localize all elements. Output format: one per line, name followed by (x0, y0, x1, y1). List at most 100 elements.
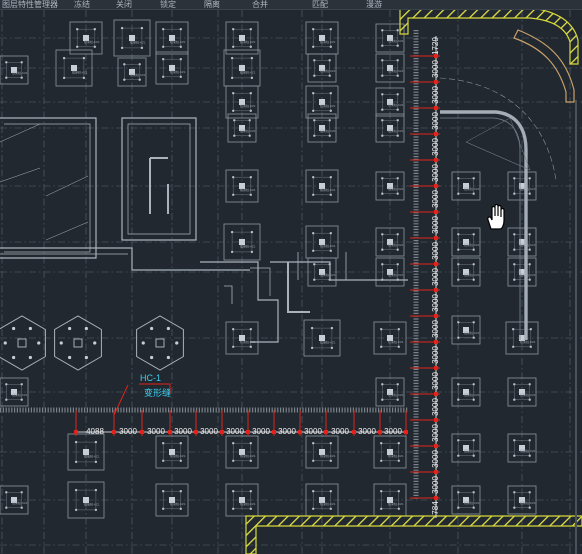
dimension-value-h: 3000 (304, 427, 322, 436)
column-footing-label: 框架柱-KZ1 (84, 453, 100, 458)
dimension-value-h: 3000 (384, 427, 402, 436)
dimension-value-v: 3000 (431, 138, 440, 156)
dimension-tick (434, 392, 438, 396)
column-footing-label: 框架柱-KZ1 (12, 70, 28, 75)
dimension-value-h: 3000 (252, 427, 270, 436)
ramp-guides (465, 117, 531, 171)
toolbar-layer-freeze[interactable]: 冻结 (74, 0, 90, 9)
column-footing: 框架柱-KZ1 (67, 481, 105, 519)
toolbar-layer-merge[interactable]: 合并 (252, 0, 268, 9)
column-footing: 框架柱-KZ1 (155, 435, 189, 469)
dimension-value-v: 3000 (431, 398, 440, 416)
wall-segment (250, 267, 271, 296)
column-footing: 框架柱-KZ1 (451, 171, 481, 201)
dimension-value-v: 3000 (431, 372, 440, 390)
dimension-value-v: 3000 (431, 242, 440, 260)
column-footing-label: 框架柱-KZ1 (320, 501, 336, 506)
column-footing-label: 框架柱-KZ1 (240, 103, 256, 108)
hex-pile-cap (54, 315, 102, 371)
hatched-wall-top (399, 7, 579, 65)
wall-segment (127, 123, 191, 235)
column-footing-label: 框架柱-KZ1 (240, 128, 256, 133)
dimension-tick (140, 430, 144, 434)
dimension-tick (434, 444, 438, 448)
dimension-tick (434, 314, 438, 318)
column-footing: 框架柱-KZ1 (375, 171, 405, 201)
column-footing-label: 框架柱-KZ1 (320, 453, 336, 458)
curved-ramp (439, 77, 577, 554)
layer-toolbar: 图层特性管理器 冻结 关闭 锁定 隔离 合并 匹配 漫游 (0, 0, 582, 10)
column-footing-label: 框架柱-KZ1 (520, 272, 536, 277)
column-footing-label: 框架柱-KZ1 (240, 243, 256, 248)
dimension-value-h: 3000 (200, 427, 218, 436)
column-footing-label: 框架柱-KZ1 (320, 339, 336, 344)
column-footing: 框架柱-KZ1 (67, 433, 105, 471)
toolbar-layer-match[interactable]: 匹配 (312, 0, 328, 9)
column-footing: 框架柱-KZ1 (225, 85, 259, 119)
column-footing-label: 框架柱-KZ1 (240, 69, 256, 74)
column-footing: 框架柱-KZ1 (223, 223, 261, 261)
column-footing-label: 框架柱-KZ1 (170, 69, 186, 74)
dimension-tick (404, 430, 408, 434)
wall-segment (287, 262, 310, 313)
column-footing: 框架柱-KZ1 (375, 53, 405, 83)
dimension-value-v: 3000 (431, 450, 440, 468)
dimension-tick (434, 366, 438, 370)
toolbar-layer-manager[interactable]: 图层特性管理器 (2, 0, 58, 9)
dimension-tick (168, 430, 172, 434)
column-footing: 框架柱-KZ1 (0, 55, 29, 85)
column-footing-label: 框架柱-KZ1 (520, 339, 536, 344)
hex-pile-cap (136, 315, 184, 371)
pan-hand-icon (487, 203, 505, 230)
column-footing: 框架柱-KZ1 (507, 227, 537, 257)
dimension-value-h: 3000 (358, 427, 376, 436)
column-footing: 框架柱-KZ1 (451, 433, 481, 463)
column-footing: 框架柱-KZ1 (113, 19, 151, 57)
column-footing: 框架柱-KZ1 (155, 483, 189, 517)
dimension-tick (434, 496, 438, 500)
dimension-tick (246, 430, 250, 434)
column-footing: 框架柱-KZ1 (373, 321, 407, 355)
column-footing: 框架柱-KZ1 (305, 435, 339, 469)
column-footing-label: 框架柱-KZ1 (388, 339, 404, 344)
column-footing-label: 框架柱-KZ1 (464, 186, 480, 191)
column-footing-label: 框架柱-KZ1 (464, 330, 480, 335)
toolbar-layer-isolate[interactable]: 隔离 (204, 0, 220, 9)
hatched-retaining-walls (245, 7, 582, 554)
column-footing-label: 框架柱-KZ1 (320, 103, 336, 108)
column-footing: 框架柱-KZ1 (507, 485, 537, 515)
dimension-value-v: 3000 (431, 190, 440, 208)
section-tag-code: HC-1 (140, 373, 161, 383)
dimension-value-v: 3000 (431, 424, 440, 442)
wall-segment (0, 117, 97, 259)
column-footing-label: 框架柱-KZ1 (464, 242, 480, 247)
hatched-wall-bottom (245, 515, 582, 554)
column-footing-label: 框架柱-KZ1 (170, 501, 186, 506)
column-footing-label: 框架柱-KZ1 (388, 68, 404, 73)
dimension-tick (272, 430, 276, 434)
column-footing: 框架柱-KZ1 (55, 49, 93, 87)
toolbar-layer-off[interactable]: 关闭 (116, 0, 132, 9)
column-footing-label: 框架柱-KZ1 (240, 453, 256, 458)
column-footing: 框架柱-KZ1 (117, 57, 147, 87)
toolbar-layer-lock[interactable]: 锁定 (160, 0, 176, 9)
column-footing: 框架柱-KZ1 (303, 319, 341, 357)
dimension-tick (378, 430, 382, 434)
column-footing-label: 框架柱-KZ1 (520, 448, 536, 453)
column-footing: 框架柱-KZ1 (305, 85, 339, 119)
column-footing: 框架柱-KZ1 (375, 87, 405, 117)
column-footing-label: 框架柱-KZ1 (388, 186, 404, 191)
dimension-value-h: 3000 (331, 427, 349, 436)
toolbar-layer-walk[interactable]: 漫游 (366, 0, 382, 9)
column-footing-label: 框架柱-KZ1 (170, 39, 186, 44)
dimension-tick (434, 158, 438, 162)
dimension-tick (74, 430, 78, 434)
dimension-tick (434, 210, 438, 214)
column-footing: 框架柱-KZ1 (225, 321, 259, 355)
column-footing: 框架柱-KZ1 (451, 485, 481, 515)
column-footing: 框架柱-KZ1 (225, 435, 259, 469)
wall-segment (0, 123, 89, 241)
